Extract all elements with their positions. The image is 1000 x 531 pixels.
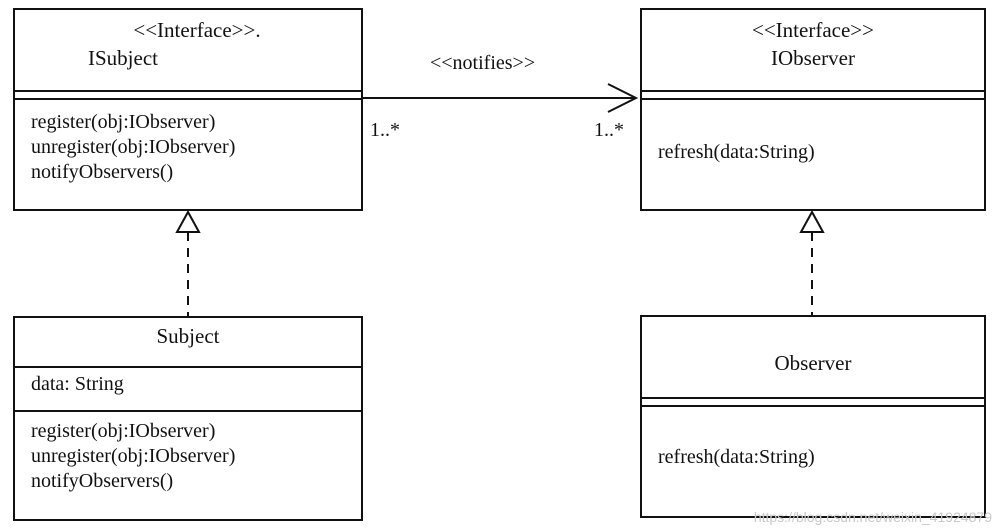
iobserver-stereotype: <<Interface>> [752,18,874,42]
watermark: https://blog.csdn.net/weixin_41924879 [753,509,992,525]
subject-divider [15,366,361,368]
isubject-class-box: <<Interface>>. ISubject register(obj:IOb… [13,8,363,211]
subject-name: Subject [156,324,220,348]
isubject-divider [15,90,361,92]
iobserver-name: IObserver [771,46,855,70]
isubject-name: ISubject [88,46,158,70]
isubject-methods: register(obj:IObserver) unregister(obj:I… [31,110,235,185]
iobserver-class-box: <<Interface>> IObserver refresh(data:Str… [640,8,986,211]
subject-attributes: data: String [31,372,124,397]
subject-methods: register(obj:IObserver) unregister(obj:I… [31,419,235,494]
subject-divider [15,410,361,412]
method: register(obj:IObserver) [31,111,216,133]
association-open-arrowhead [607,83,639,113]
method: refresh(data:String) [658,141,815,163]
method: unregister(obj:IObserver) [31,445,236,467]
observer-divider [642,397,984,399]
source-multiplicity: 1..* [370,119,400,141]
iobserver-divider [642,98,984,100]
observer-methods: refresh(data:String) [658,445,815,470]
method: register(obj:IObserver) [31,420,216,442]
subject-realization-arrowhead [175,209,201,233]
attribute: data: String [31,373,124,395]
observer-class-box: Observer refresh(data:String) [640,315,986,518]
iobserver-methods: refresh(data:String) [658,140,815,165]
method: unregister(obj:IObserver) [31,136,236,158]
target-multiplicity: 1..* [594,119,624,141]
method: notifyObservers() [31,470,174,492]
iobserver-divider [642,90,984,92]
observer-realization-arrowhead [799,209,825,233]
method: refresh(data:String) [658,446,815,468]
observer-divider [642,405,984,407]
association-label: <<notifies>> [430,52,536,74]
subject-class-box: Subject data: String register(obj:IObser… [13,316,363,521]
method: notifyObservers() [31,161,174,183]
isubject-divider [15,98,361,100]
observer-name: Observer [774,351,852,375]
isubject-stereotype: <<Interface>>. [133,18,261,42]
